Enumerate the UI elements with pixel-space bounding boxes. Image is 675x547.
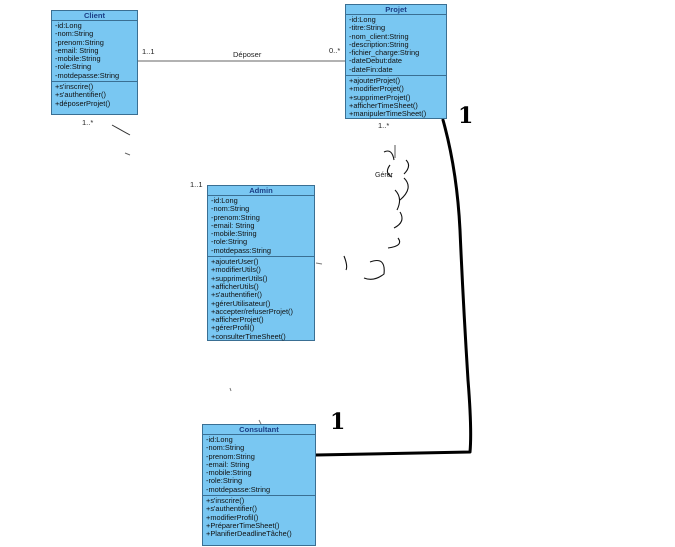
client-admin-connector-dot bbox=[124, 152, 131, 156]
method: +déposerProjet() bbox=[55, 98, 111, 108]
admin-consultant-connector-dot1 bbox=[229, 387, 232, 392]
multiplicity-projet-down: 1..* bbox=[378, 121, 390, 130]
attribute: -role:String bbox=[206, 476, 243, 486]
class-consultant[interactable]: Consultant -id:Long -nom:String -prenom:… bbox=[202, 424, 316, 546]
attribute: -id:Long bbox=[211, 196, 238, 205]
method: +modifierProfil() bbox=[206, 512, 259, 522]
attribute: -prenom:String bbox=[55, 37, 104, 47]
method: +modifierProjet() bbox=[349, 84, 404, 94]
attribute: -nom_client:String bbox=[349, 31, 409, 41]
method: +gérerUtilisateur() bbox=[211, 298, 271, 308]
scribble-curve bbox=[343, 150, 410, 280]
attribute: -id:Long bbox=[349, 15, 376, 24]
method: +s'inscrire() bbox=[55, 82, 94, 92]
method: +ajouterProjet() bbox=[349, 76, 401, 86]
association-deposer-label: Déposer bbox=[233, 50, 262, 59]
multiplicity-admin-top: 1..1 bbox=[190, 180, 203, 189]
method: +manipulerTimeSheet() bbox=[349, 109, 427, 119]
method: +s'authentifier() bbox=[211, 290, 262, 300]
attribute: -dateDebut:date bbox=[349, 56, 403, 66]
method: +consulterTimeSheet() bbox=[211, 331, 286, 341]
method: +afficherProjet() bbox=[211, 315, 264, 325]
attribute: -role:String bbox=[55, 62, 92, 72]
method: +accepter/refuserProjet() bbox=[211, 306, 293, 316]
class-client[interactable]: Client -id:Long -nom:String -prenom:Stri… bbox=[51, 10, 138, 115]
multiplicity-client-deposer: 1..1 bbox=[142, 47, 155, 56]
attribute: -prenom:String bbox=[211, 212, 260, 222]
method: +supprimerProjet() bbox=[349, 92, 411, 102]
attribute: -motdepasse:String bbox=[55, 70, 120, 80]
attribute: -titre:String bbox=[349, 23, 386, 33]
admin-consultant-connector-dot2 bbox=[258, 419, 262, 425]
method: +s'authentifier() bbox=[206, 504, 257, 514]
class-admin[interactable]: Admin -id:Long -nom:String -prenom:Strin… bbox=[207, 185, 315, 341]
class-consultant-methods: +s'inscrire() +s'authentifier() +modifie… bbox=[203, 495, 315, 539]
attribute: -mobile:String bbox=[206, 468, 252, 478]
class-projet-methods: +ajouterProjet() +modifierProjet() +supp… bbox=[346, 75, 446, 119]
attribute: -dateFin:date bbox=[349, 64, 393, 74]
attribute: -id:Long bbox=[206, 435, 233, 444]
class-admin-methods: +ajouterUser() +modifierUtils() +supprim… bbox=[208, 256, 314, 342]
method: +s'inscrire() bbox=[206, 496, 245, 506]
class-projet-name: Projet bbox=[346, 5, 446, 15]
method: +supprimerUtils() bbox=[211, 273, 268, 283]
method: +PréparerTimeSheet() bbox=[206, 520, 280, 530]
attribute: -motdepass:String bbox=[211, 245, 271, 255]
attribute: -email: String bbox=[211, 220, 255, 230]
method: +afficherTimeSheet() bbox=[349, 100, 418, 110]
handwritten-connector-projet-consultant bbox=[314, 118, 473, 457]
admin-right-connector-fragment bbox=[315, 262, 323, 265]
class-consultant-name: Consultant bbox=[203, 425, 315, 435]
class-admin-attributes: -id:Long -nom:String -prenom:String -ema… bbox=[208, 196, 314, 256]
method: +PlanifierDeadlineTâche() bbox=[206, 529, 292, 539]
attribute: -motdepasse:String bbox=[206, 484, 271, 494]
attribute: -role:String bbox=[211, 237, 248, 247]
multiplicity-projet-deposer: 0..* bbox=[329, 46, 341, 55]
class-projet-attributes: -id:Long -titre:String -nom_client:Strin… bbox=[346, 15, 446, 75]
method: +modifierUtils() bbox=[211, 265, 261, 275]
multiplicity-client-down: 1..* bbox=[82, 118, 94, 127]
handwritten-multiplicity-consultant: 1 bbox=[330, 409, 346, 435]
method: +ajouterUser() bbox=[211, 257, 259, 267]
method: +s'authentifier() bbox=[55, 90, 106, 100]
association-gerer-label: Gérer bbox=[375, 172, 393, 179]
attribute: -mobile:String bbox=[211, 229, 257, 239]
class-client-methods: +s'inscrire() +s'authentifier() +déposer… bbox=[52, 81, 137, 109]
client-admin-connector-fragment bbox=[111, 124, 131, 136]
attribute: -description:String bbox=[349, 39, 409, 49]
method: +gérerProfil() bbox=[211, 323, 255, 333]
class-consultant-attributes: -id:Long -nom:String -prenom:String -ema… bbox=[203, 435, 315, 495]
class-client-name: Client bbox=[52, 11, 137, 21]
attribute: -prenom:String bbox=[206, 451, 255, 461]
attribute: -email: String bbox=[55, 45, 99, 55]
handwritten-multiplicity-projet: 1 bbox=[458, 103, 474, 129]
attribute: -id:Long bbox=[55, 21, 82, 30]
attribute: -nom:String bbox=[55, 29, 94, 39]
attribute: -nom:String bbox=[211, 204, 250, 214]
method: +afficherUtils() bbox=[211, 281, 259, 291]
class-client-attributes: -id:Long -nom:String -prenom:String -ema… bbox=[52, 21, 137, 81]
attribute: -mobile:String bbox=[55, 54, 101, 64]
attribute: -fichier_charge:String bbox=[349, 48, 420, 58]
attribute: -nom:String bbox=[206, 443, 245, 453]
class-projet[interactable]: Projet -id:Long -titre:String -nom_clien… bbox=[345, 4, 447, 119]
class-admin-name: Admin bbox=[208, 186, 314, 196]
attribute: -email: String bbox=[206, 459, 250, 469]
